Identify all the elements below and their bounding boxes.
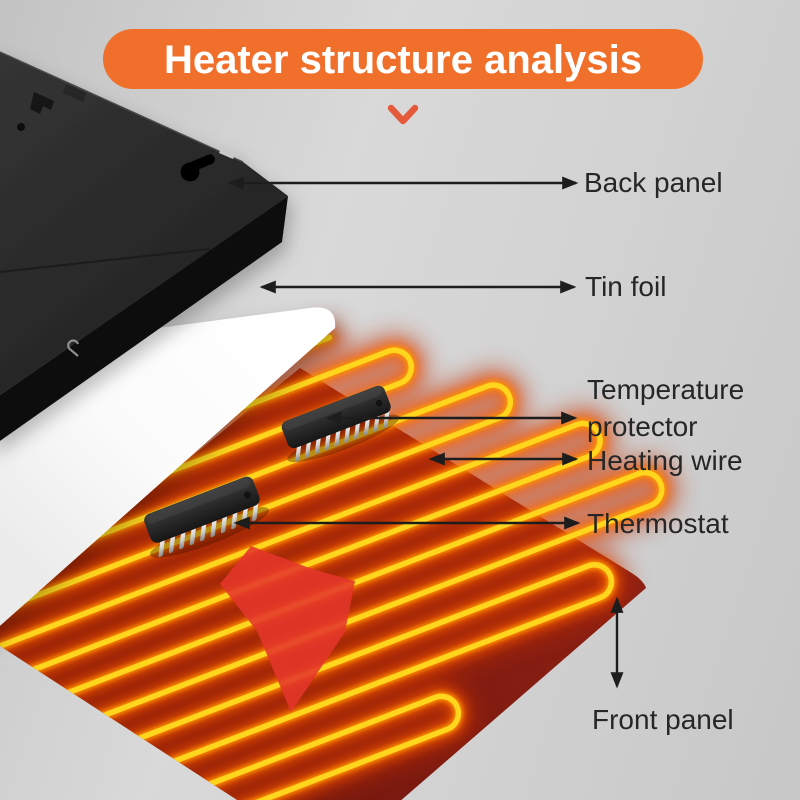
tin-foil-label: Tin foil <box>585 271 666 302</box>
heating-wire-label: Heating wire <box>587 445 743 476</box>
title-badge-pill <box>103 29 703 89</box>
temperature-protector-label-line2: protector <box>587 411 698 442</box>
chevron-down-icon <box>387 104 419 125</box>
back-panel-top-bevel <box>0 51 244 163</box>
annotations: Back panel Tin foil Temperature protecto… <box>227 167 744 735</box>
temperature-protector-label-line1: Temperature <box>587 374 744 405</box>
screw-hole <box>17 123 25 131</box>
back-panel-crease <box>0 248 211 273</box>
back-panel <box>0 51 288 441</box>
mount-slot <box>30 92 54 114</box>
front-panel-label: Front panel <box>592 704 734 735</box>
mount-tab <box>63 84 86 102</box>
thermostat-label: Thermostat <box>587 508 729 539</box>
back-panel-label: Back panel <box>584 167 723 198</box>
heat-flow-arrow <box>220 546 355 712</box>
keyhole-mount <box>180 154 215 182</box>
edge-notch <box>219 146 236 159</box>
back-panel-edge <box>0 196 288 441</box>
tin-foil-sheet <box>0 307 336 626</box>
title-badge: Heater structure analysis <box>103 29 703 125</box>
foil-clip <box>67 339 80 357</box>
back-panel-face <box>0 52 288 396</box>
page-title: Heater structure analysis <box>164 38 642 82</box>
